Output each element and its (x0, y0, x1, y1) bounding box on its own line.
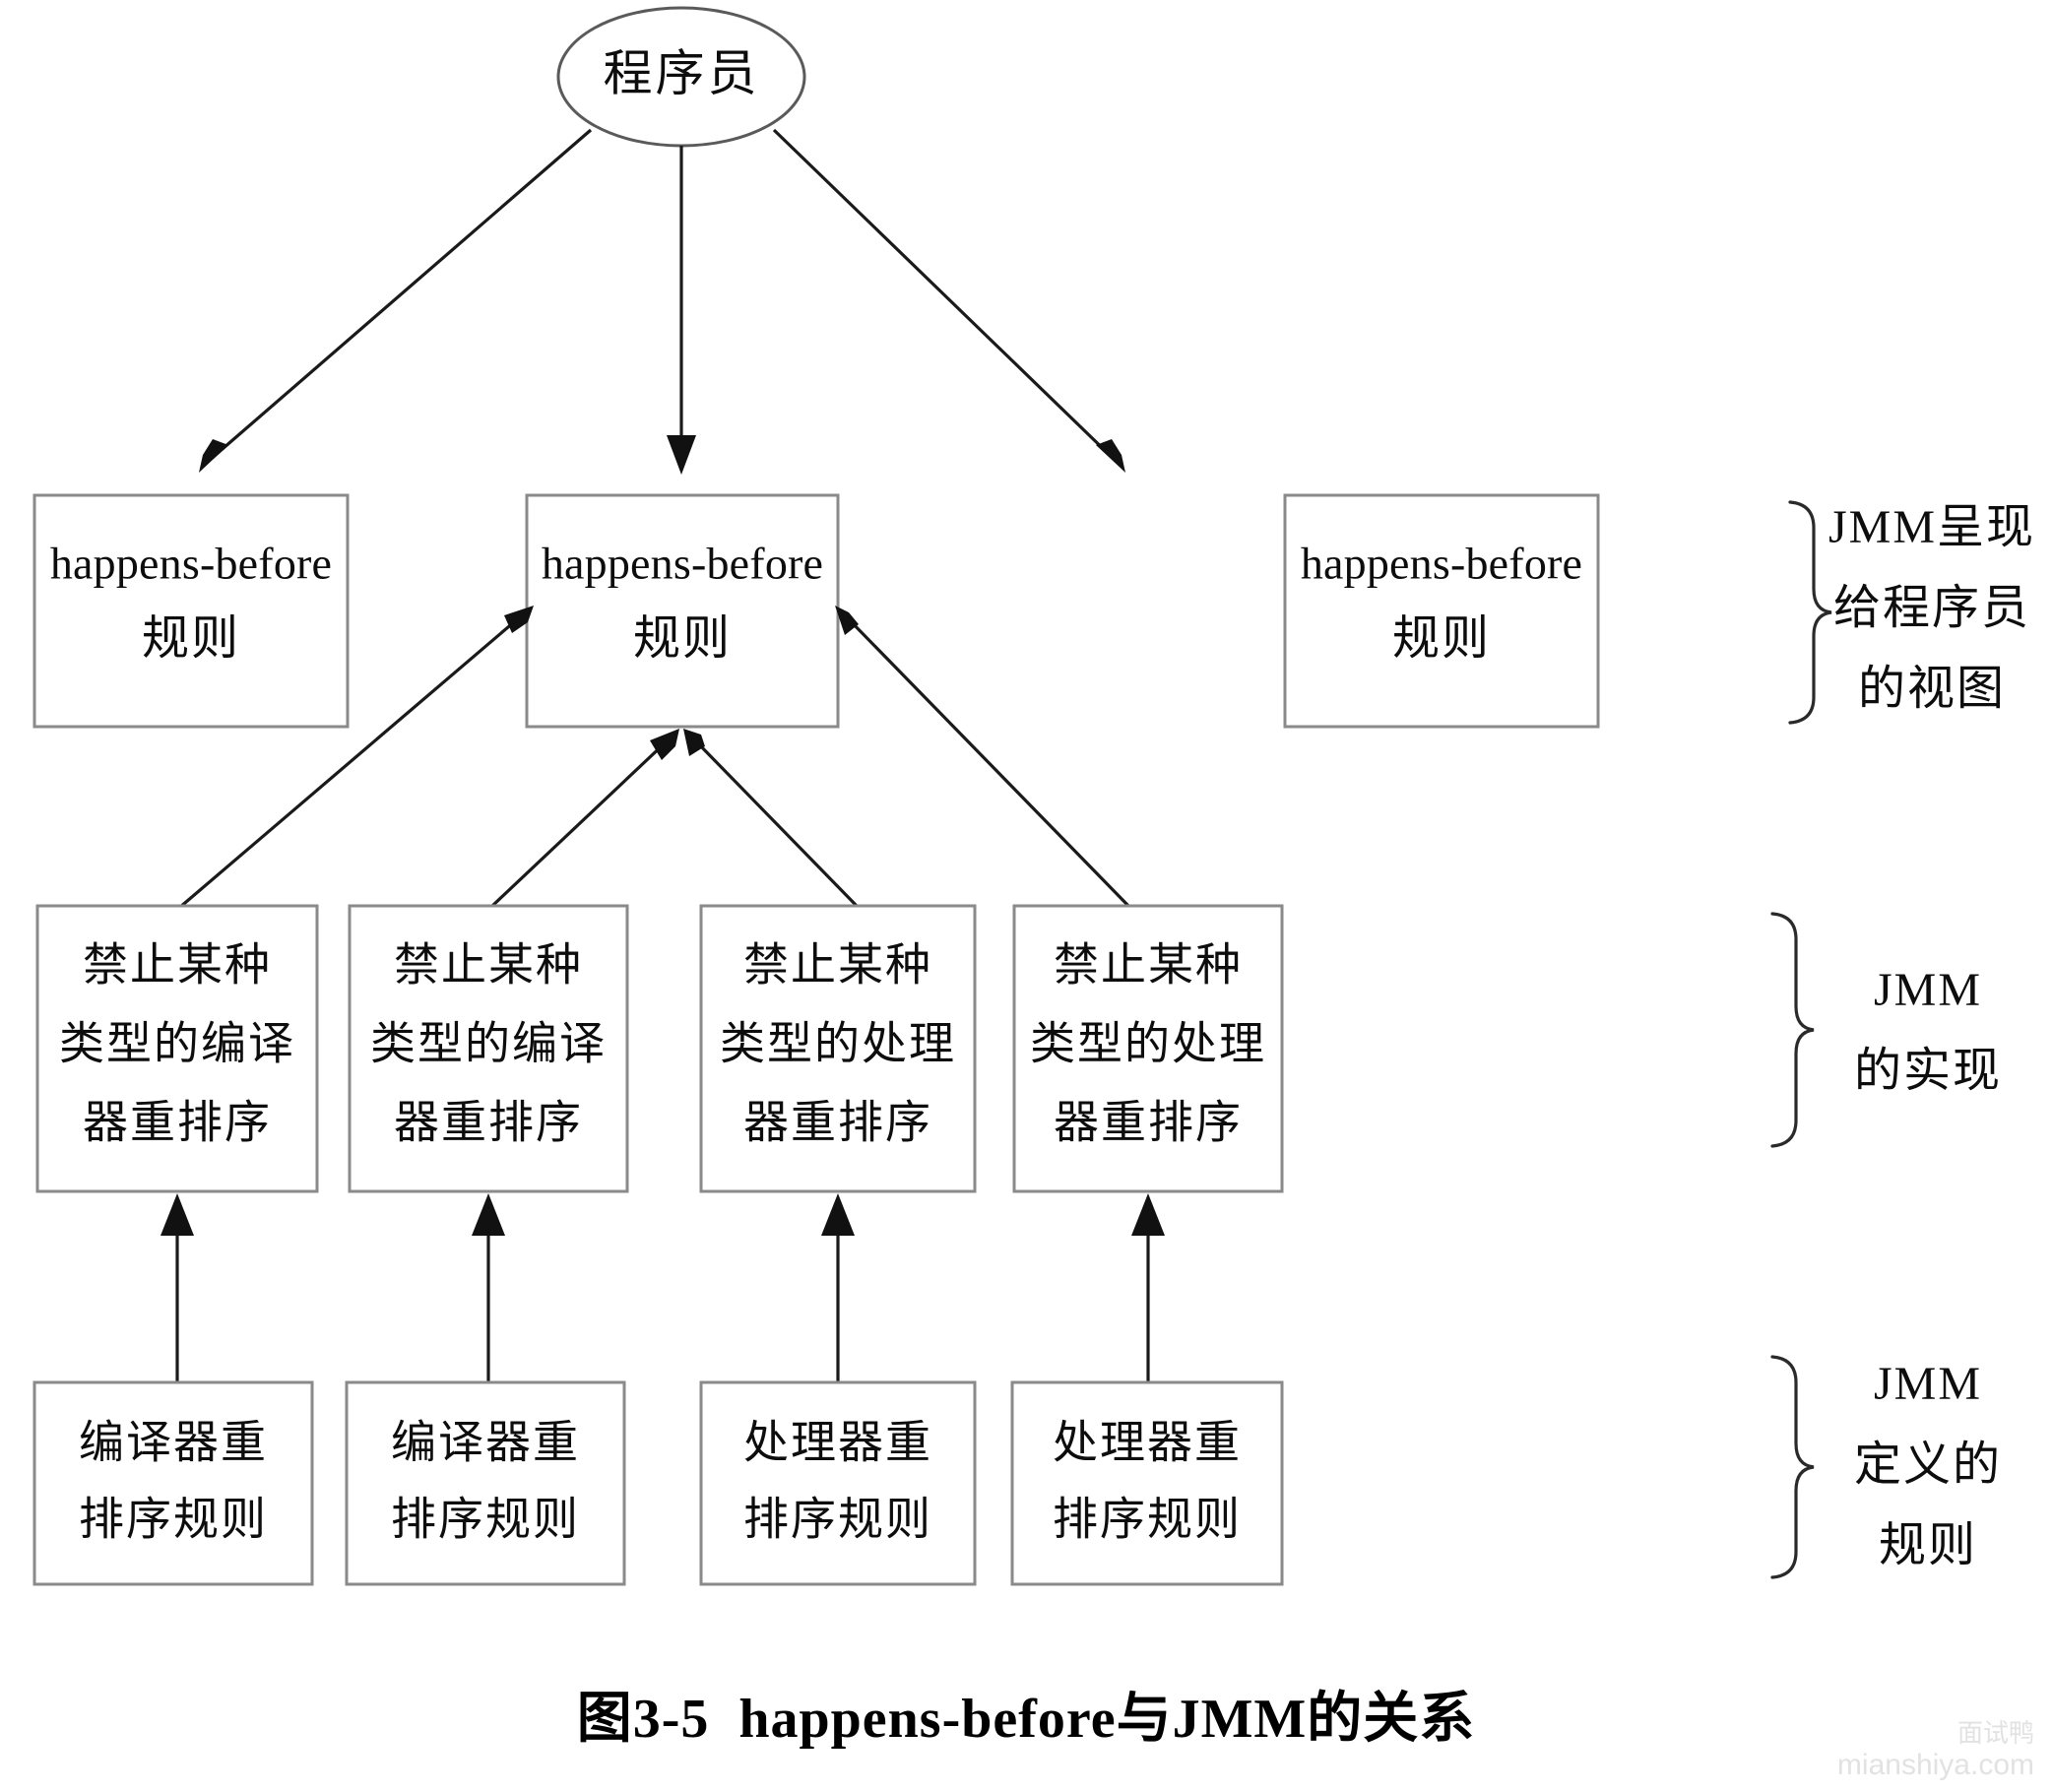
hb-box-3 (1283, 493, 1600, 729)
arrowhead-root-hb1 (199, 439, 228, 473)
node-hb-1: happens-before 规则 (32, 493, 350, 729)
rule-box-1-line2: 排序规则 (79, 1495, 268, 1545)
brace-jmm-rules (1770, 1355, 1815, 1579)
impl-box-3-line1: 禁止某种 (743, 940, 932, 991)
row-jmm-implementation: 禁止某种 类型的编译 器重排序 禁止某种 类型的编译 器重排序 禁止某种 类型的… (35, 904, 1284, 1193)
annotation-jmm-rules-line3: 规则 (1879, 1519, 1977, 1571)
node-rule-3: 处理器重 排序规则 (699, 1380, 977, 1586)
node-rule-1: 编译器重 排序规则 (32, 1380, 314, 1586)
hb-box-1-line1: happens-before (50, 539, 332, 589)
arrowhead-impl2-hb2 (650, 729, 679, 760)
node-impl-3: 禁止某种 类型的处理 器重排序 (699, 904, 977, 1193)
annotation-jmm-impl: JMM 的实现 (1770, 912, 2002, 1148)
edges-row3-to-row2 (160, 1193, 1165, 1390)
rule-box-2 (345, 1380, 626, 1586)
rule-box-2-line2: 排序规则 (391, 1495, 580, 1545)
impl-box-2-line2: 类型的编译 (370, 1019, 607, 1069)
edge-impl2-hb2 (490, 738, 670, 908)
rule-box-1 (32, 1380, 314, 1586)
hb-box-2 (525, 493, 840, 729)
watermark-url: mianshiya.com (1836, 1748, 2034, 1781)
watermark-brand: 面试鸭 (1956, 1717, 2034, 1748)
annotation-jmm-view-line2: 给程序员 (1833, 582, 2030, 634)
annotation-jmm-rules-line1: JMM (1874, 1358, 1982, 1410)
rule-box-4 (1010, 1380, 1284, 1586)
node-rule-4: 处理器重 排序规则 (1010, 1380, 1284, 1586)
impl-box-4-line1: 禁止某种 (1054, 940, 1243, 991)
impl-box-1 (35, 904, 319, 1193)
annotation-jmm-view: JMM呈现 给程序员 的视图 (1788, 500, 2035, 725)
node-impl-1: 禁止某种 类型的编译 器重排序 (35, 904, 319, 1193)
annotation-jmm-view-line3: 的视图 (1858, 663, 2006, 715)
figure-caption: 图3-5 happens-before与JMM的关系 (576, 1689, 1476, 1750)
rule-box-3 (699, 1380, 977, 1586)
rule-box-3-line2: 排序规则 (743, 1495, 932, 1545)
impl-box-4 (1012, 904, 1284, 1193)
node-hb-2: happens-before 规则 (525, 493, 840, 729)
impl-box-1-line2: 类型的编译 (59, 1019, 295, 1069)
node-hb-3: happens-before 规则 (1283, 493, 1600, 729)
impl-box-3-line3: 器重排序 (743, 1098, 932, 1148)
hb-box-3-line2: 规则 (1392, 612, 1491, 665)
impl-box-4-line3: 器重排序 (1054, 1098, 1243, 1148)
annotation-jmm-impl-line1: JMM (1874, 964, 1982, 1016)
arrowhead-impl1-hb2 (504, 606, 534, 633)
rule-box-3-line1: 处理器重 (743, 1418, 932, 1468)
impl-box-4-line2: 类型的处理 (1030, 1019, 1266, 1069)
impl-box-2-line1: 禁止某种 (394, 940, 583, 991)
impl-box-2 (348, 904, 629, 1193)
arrowhead-rule2-impl2 (472, 1193, 505, 1236)
edge-root-hb3 (772, 128, 1118, 463)
hb-box-1-line2: 规则 (142, 612, 240, 665)
node-impl-2: 禁止某种 类型的编译 器重排序 (348, 904, 629, 1193)
arrowhead-root-hb3 (1096, 439, 1125, 473)
arrowhead-rule1-impl1 (160, 1193, 194, 1236)
impl-box-1-line1: 禁止某种 (83, 940, 272, 991)
hb-box-2-line1: happens-before (542, 539, 823, 589)
edge-root-hb1 (207, 128, 593, 463)
edge-impl1-hb2 (177, 613, 524, 910)
impl-box-3 (699, 904, 977, 1193)
hb-box-2-line2: 规则 (633, 612, 732, 665)
row-jmm-rules: 编译器重 排序规则 编译器重 排序规则 处理器重 排序规则 处理器重 排序规则 (32, 1380, 1284, 1586)
edge-impl3-hb2 (693, 738, 859, 908)
impl-box-1-line3: 器重排序 (83, 1098, 272, 1148)
rule-box-2-line1: 编译器重 (391, 1418, 580, 1468)
annotation-jmm-rules-line2: 定义的 (1854, 1439, 2002, 1491)
node-programmer: 程序员 (556, 6, 806, 148)
impl-box-2-line3: 器重排序 (394, 1098, 583, 1148)
edges-row2-to-hb2 (177, 606, 1132, 910)
watermark: 面试鸭 mianshiya.com (1836, 1717, 2034, 1782)
rule-box-4-line2: 排序规则 (1053, 1495, 1242, 1545)
node-rule-2: 编译器重 排序规则 (345, 1380, 626, 1586)
row-happens-before: happens-before 规则 happens-before 规则 happ… (32, 493, 1600, 729)
annotation-jmm-view-line1: JMM呈现 (1828, 501, 2035, 553)
annotation-jmm-rules: JMM 定义的 规则 (1770, 1355, 2002, 1579)
brace-jmm-view (1788, 500, 1832, 725)
arrowhead-root-hb2 (667, 435, 696, 475)
annotation-jmm-impl-line2: 的实现 (1854, 1045, 2002, 1097)
node-impl-4: 禁止某种 类型的处理 器重排序 (1012, 904, 1284, 1193)
arrowhead-rule3-impl3 (821, 1193, 855, 1236)
edge-impl4-hb2 (845, 615, 1132, 910)
rule-box-4-line1: 处理器重 (1053, 1418, 1242, 1468)
arrowhead-rule4-impl4 (1131, 1193, 1165, 1236)
hb-box-1 (32, 493, 350, 729)
brace-jmm-impl (1770, 912, 1815, 1148)
arrowhead-impl3-hb2 (683, 729, 705, 756)
programmer-label: 程序员 (604, 45, 760, 100)
rule-box-1-line1: 编译器重 (79, 1418, 268, 1468)
arrowhead-impl4-hb2 (835, 606, 859, 635)
impl-box-3-line2: 类型的处理 (720, 1019, 956, 1069)
edges-root-to-row1 (199, 128, 1125, 475)
hb-box-3-line1: happens-before (1301, 539, 1582, 589)
